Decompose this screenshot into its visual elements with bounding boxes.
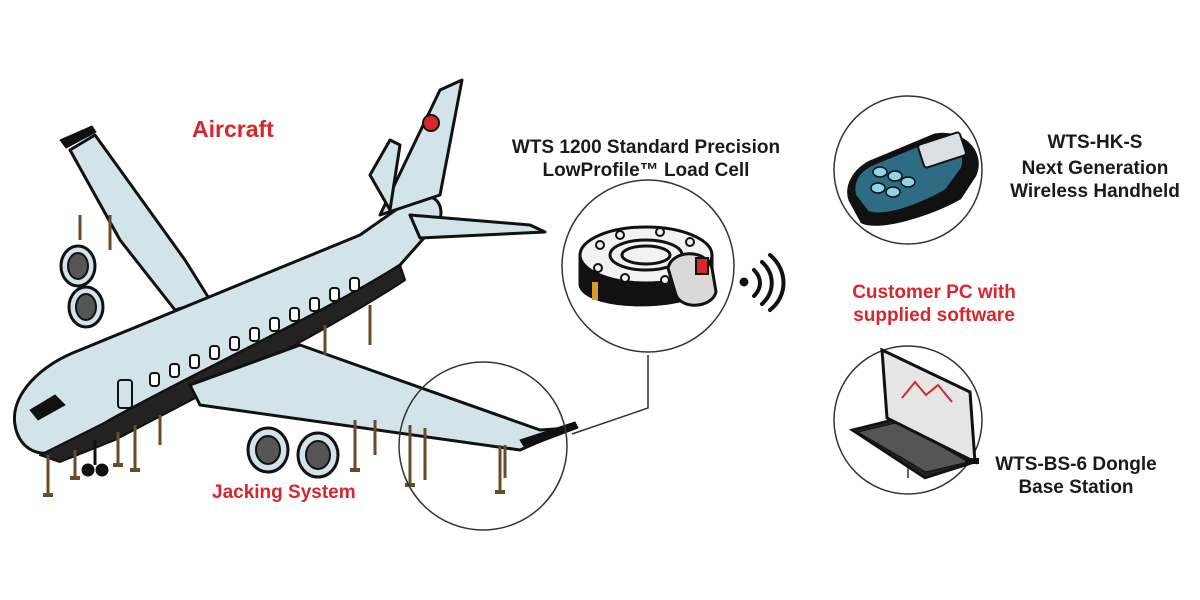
aircraft-jacks (46, 215, 507, 495)
aircraft-label: Aircraft (192, 116, 274, 142)
base-station-detail-circle (833, 345, 983, 495)
aircraft-engine-far-2 (67, 285, 105, 329)
wireless-signal-icon (739, 253, 786, 312)
customer-pc-label-line1: Customer PC with (852, 282, 1016, 303)
laptop-illustration (848, 347, 979, 480)
load-cell-label-line2: LowProfile™ Load Cell (542, 159, 750, 181)
aircraft-tail-fin (378, 78, 464, 217)
aircraft-engine-far-1 (59, 244, 97, 288)
handheld-label: WTS-HK-S Next Generation Wireless Handhe… (1000, 132, 1190, 203)
aircraft-door (117, 379, 133, 409)
aircraft-far-wing (68, 133, 212, 312)
handheld-label-line1: WTS-HK-S (1047, 132, 1143, 153)
base-station-label-line1: WTS-BS-6 Dongle (995, 454, 1157, 475)
load-cell-detail-circle (561, 179, 735, 353)
connector-jack-to-loadcell (571, 355, 649, 435)
handheld-detail-circle (833, 95, 983, 245)
aircraft-illustration (12, 78, 579, 497)
load-cell-connector (666, 252, 718, 307)
jacking-system-detail-circle (398, 361, 568, 531)
aircraft-nose-gear (81, 440, 109, 477)
base-station-dongle (965, 458, 979, 464)
aircraft-engine-near-1 (246, 426, 290, 474)
aircraft-jack-feet (43, 463, 505, 497)
connector-lines (571, 355, 909, 478)
load-cell-label-line1: WTS 1200 Standard Precision (511, 137, 781, 158)
laptop-screen-graph (901, 380, 953, 403)
customer-pc-label-line2: supplied software (853, 304, 1015, 326)
aircraft-cockpit (29, 394, 66, 421)
load-cell-illustration (578, 225, 718, 307)
handheld-illustration (847, 131, 979, 226)
aircraft-tail-logo (422, 114, 440, 132)
aircraft-engine-near-2 (296, 431, 340, 479)
handheld-buttons (870, 166, 916, 198)
handheld-label-line3: Wireless Handheld (1010, 180, 1180, 202)
load-cell-label: WTS 1200 Standard Precision LowProfile™ … (498, 137, 794, 183)
customer-pc-label: Customer PC with supplied software (836, 282, 1032, 328)
aircraft-windows (149, 277, 360, 387)
handheld-label-line2: Next Generation (1021, 157, 1169, 179)
jacking-system-label: Jacking System (212, 482, 356, 503)
base-station-label: WTS-BS-6 Dongle Base Station (986, 454, 1166, 500)
base-station-label-line2: Base Station (1018, 476, 1134, 498)
